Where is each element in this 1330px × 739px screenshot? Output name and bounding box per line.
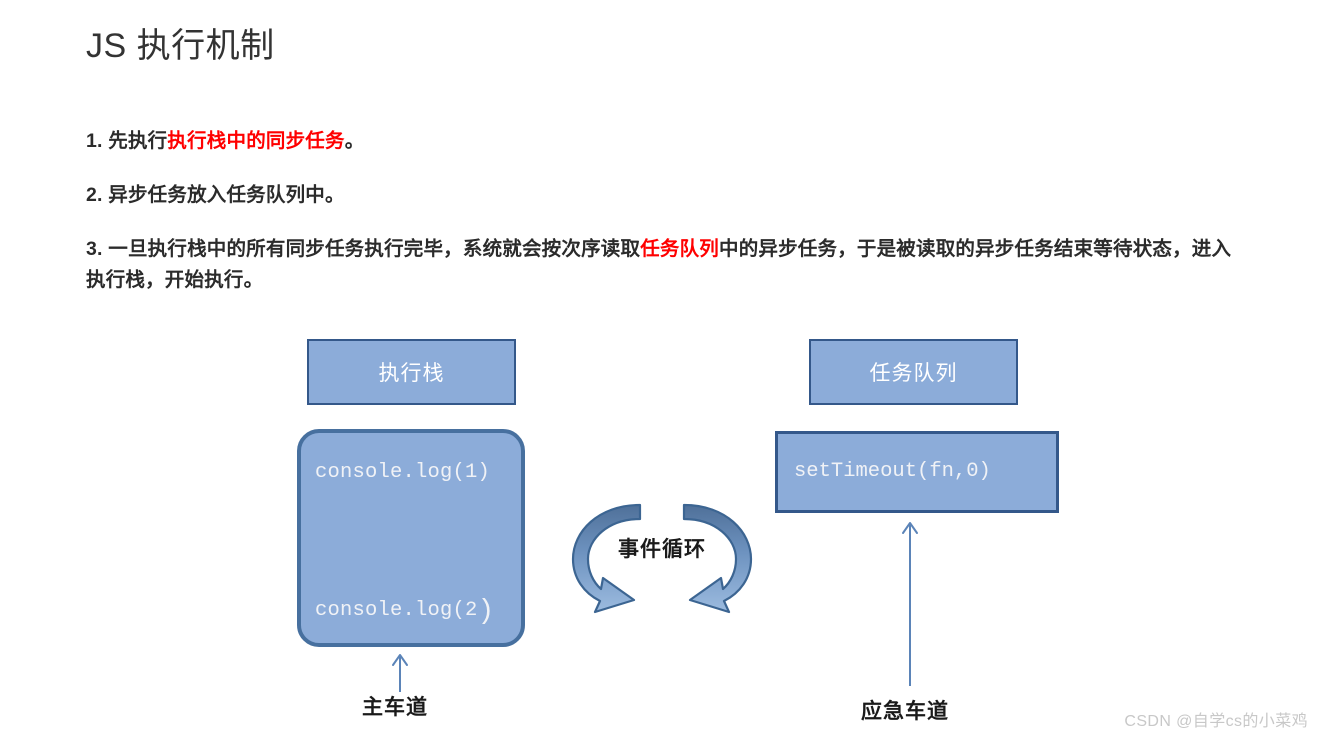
execution-stack-body-box: console.log(1) console.log(2) — [297, 429, 525, 647]
note-3-prefix: 3. 一旦执行栈中的所有同步任务执行完毕，系统就会按次序读取 — [86, 238, 641, 260]
task-queue-header-box: 任务队列 — [809, 339, 1018, 405]
note-1-suffix: 。 — [344, 130, 365, 152]
stack-code-line-2: console.log(2) — [315, 598, 495, 626]
event-loop-left-arrow — [571, 503, 642, 614]
queue-code-line: setTimeout(fn,0) — [794, 460, 991, 483]
arrow-up-icon — [392, 654, 408, 692]
note-3-suffix: 中的异步任务，于是被读取的异步任务结束等待状态，进入执行栈，开始执行。 — [86, 238, 1232, 291]
note-item-2: 2. 异步任务放入任务队列中。 — [86, 180, 1246, 211]
main-lane-arrow — [388, 650, 412, 697]
stack-code-line-2-paren: ) — [477, 596, 495, 627]
note-item-1: 1. 先执行执行栈中的同步任务。 — [86, 126, 1246, 157]
emergency-lane-arrow — [898, 518, 922, 691]
execution-stack-header-box: 执行栈 — [307, 339, 516, 405]
note-2-text: 2. 异步任务放入任务队列中。 — [86, 184, 345, 206]
notes-list: 1. 先执行执行栈中的同步任务。 2. 异步任务放入任务队列中。 3. 一旦执行… — [86, 126, 1246, 296]
event-loop-label: 事件循环 — [618, 538, 706, 561]
event-loop-right-arrow — [682, 503, 753, 614]
task-queue-body-box: setTimeout(fn,0) — [775, 431, 1059, 513]
note-1-prefix: 1. 先执行 — [86, 130, 168, 152]
arrow-up-icon — [902, 522, 918, 686]
main-lane-label: 主车道 — [362, 696, 428, 719]
emergency-lane-label: 应急车道 — [861, 700, 949, 723]
task-queue-header-label: 任务队列 — [869, 362, 958, 385]
execution-stack-header-label: 执行栈 — [378, 362, 445, 385]
csdn-watermark: CSDN @自学cs的小菜鸡 — [1124, 713, 1308, 730]
event-loop-arrows — [562, 496, 762, 616]
note-3-highlight: 任务队列 — [640, 238, 719, 260]
stack-code-line-2-text: console.log(2 — [315, 599, 478, 622]
stack-code-line-1: console.log(1) — [315, 461, 491, 484]
page-title: JS 执行机制 — [86, 27, 275, 65]
note-1-highlight: 执行栈中的同步任务 — [167, 130, 345, 152]
note-item-3: 3. 一旦执行栈中的所有同步任务执行完毕，系统就会按次序读取任务队列中的异步任务… — [86, 234, 1236, 296]
event-loop-icon — [571, 503, 753, 614]
